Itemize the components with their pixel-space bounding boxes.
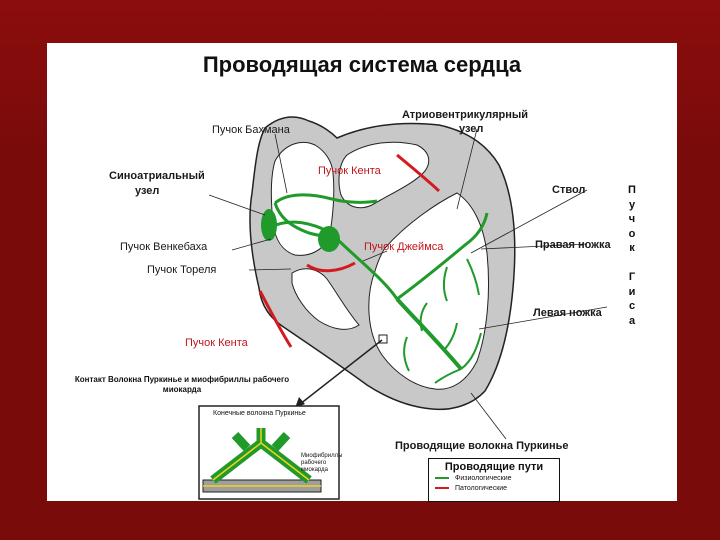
left-branch-label: Левая ножка [533, 307, 602, 319]
james-path [306, 261, 356, 273]
inset-myofibrils-label-2: рабочего [301, 460, 327, 466]
his-letter: о [628, 227, 636, 240]
av-node-label-2: узел [459, 123, 484, 135]
wenckebach-label: Пучок Венкебаха [120, 241, 208, 253]
his-letter: ч [628, 213, 636, 225]
his-letter [625, 256, 639, 271]
his-letter: к [629, 242, 635, 254]
james-label: Пучок Джеймса [364, 241, 444, 253]
sa-node-label-1: Синоатриальный [109, 170, 205, 182]
legend-title: Проводящие пути [444, 461, 544, 473]
purkinje-contact-caption: Контакт Волокна Пуркинье и миофибриллы р… [67, 375, 297, 395]
slide: Проводящая система сердца [47, 43, 677, 502]
sa-node-shape [261, 209, 277, 241]
right-branch-path [396, 212, 489, 301]
thorel-label: Пучок Тореля [147, 264, 217, 276]
purkinje-contact-line-1: Контакт Волокна Пуркинье и миофибриллы р… [74, 375, 290, 384]
av-node-label-1: Атриовентрикулярный [402, 109, 529, 121]
pathological-pathways [258, 153, 441, 348]
leader-lines [208, 128, 608, 440]
legend-swatch-physiological [435, 477, 449, 479]
purkinje-fibers-label: Проводящие волокна Пуркинье [395, 440, 569, 452]
av-node-shape [318, 226, 340, 252]
bachmann-label: Пучок Бахмана [212, 124, 290, 136]
right-ventricle-cavity [291, 268, 360, 330]
bachmann-bundle-path [274, 193, 378, 205]
legend: Проводящие пути Физиологические Патологи… [428, 458, 560, 502]
purkinje-contact-line-2: миокарда [162, 385, 202, 394]
kent-top-path [396, 153, 441, 193]
kent-bottom-path [258, 290, 293, 348]
left-ventricle-cavity [368, 192, 490, 390]
left-branch-path [395, 297, 463, 371]
inset-terminal-fibers-label: Конечные волокна Пуркинье [213, 410, 306, 417]
his-letter: с [628, 300, 636, 312]
legend-row-pathological: Патологические [435, 483, 559, 493]
legend-text-pathological: Патологические [455, 484, 508, 492]
his-bundle-label: П у ч о к Г и с а [625, 183, 639, 328]
kent-bottom-label: Пучок Кента [185, 337, 248, 349]
heart-diagram [198, 116, 608, 500]
left-atrium-cavity [338, 141, 430, 209]
his-letter: а [628, 314, 636, 327]
his-letter: у [628, 198, 636, 211]
legend-swatch-pathological [435, 487, 449, 489]
kent-top-label: Пучок Кента [318, 165, 381, 177]
his-trunk-path [335, 237, 399, 300]
inset-myofibrils-label-1: Миофибриллы [301, 453, 343, 459]
right-branch-label: Правая ножка [535, 239, 611, 251]
his-letter: и [628, 285, 636, 298]
trunk-label: Ствол [552, 184, 586, 196]
sa-node-label-2: узел [135, 185, 160, 197]
page-title: Проводящая система сердца [202, 52, 522, 77]
his-letter: Г [628, 271, 636, 283]
physiological-pathways [268, 193, 489, 384]
inset-arrow-line [294, 339, 383, 409]
legend-row-physiological: Физиологические [435, 473, 559, 483]
inset-myofibrils-label-3: миокарда [301, 467, 328, 473]
legend-text-physiological: Физиологические [455, 474, 512, 482]
his-letter: П [628, 184, 636, 196]
